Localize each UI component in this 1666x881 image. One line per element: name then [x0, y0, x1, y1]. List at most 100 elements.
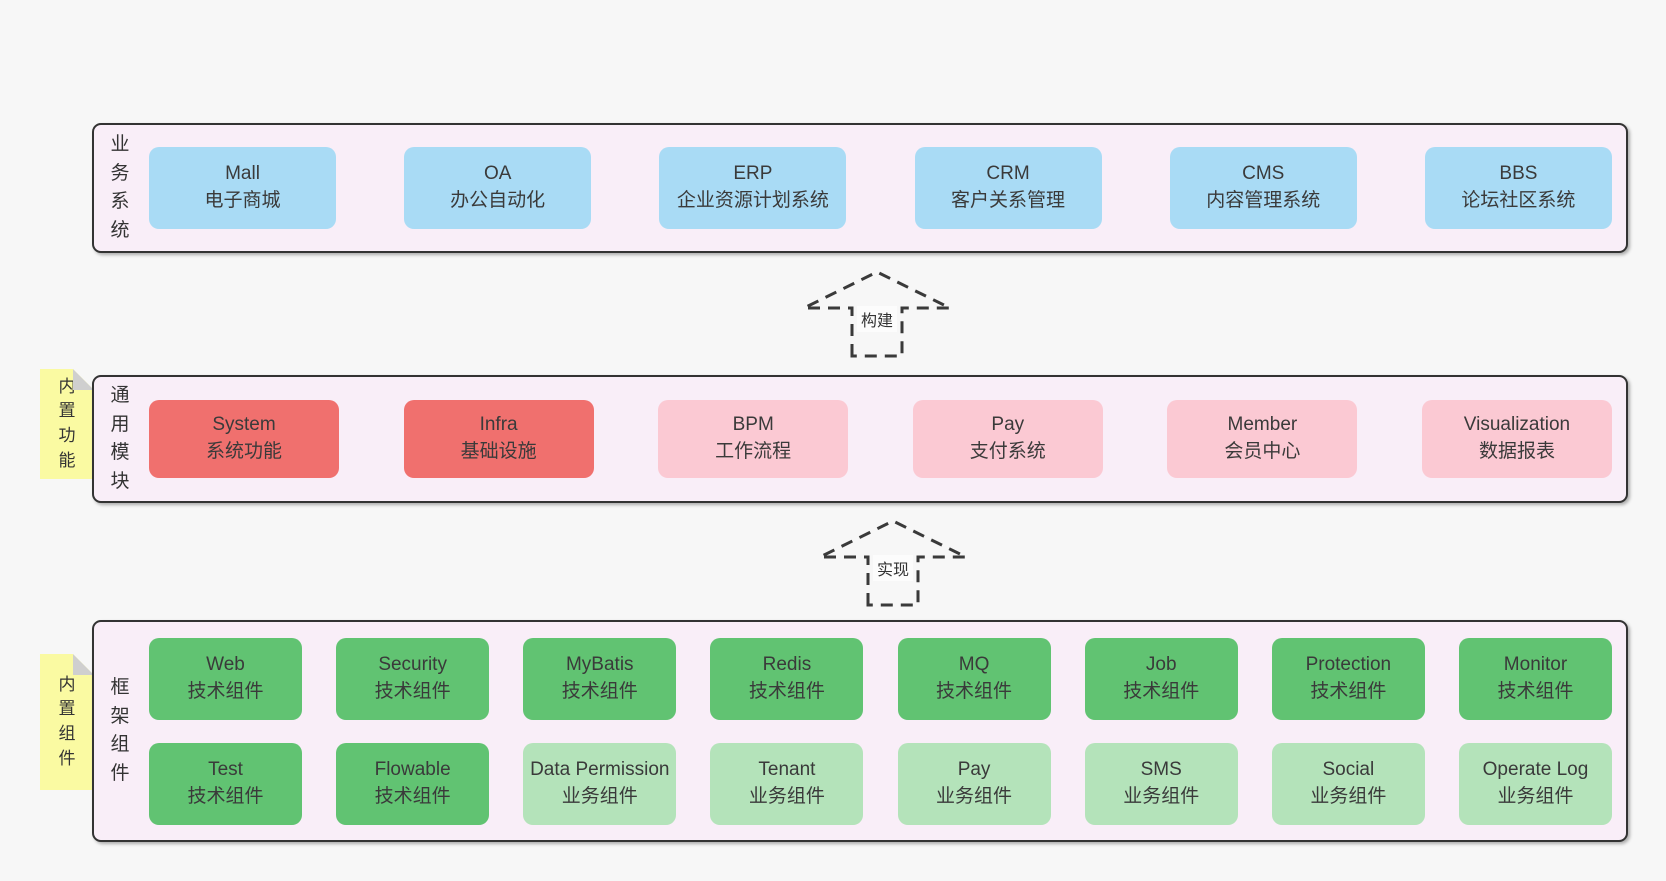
box-desc: 业务组件	[936, 785, 1013, 807]
box-desc: 技术组件	[561, 680, 638, 702]
box-row: System 系统功能 Infra 基础设施 BPM 工作流程 Pay 支付系统 Member 会…	[149, 400, 1612, 478]
box-cms: CMS 内容管理系统	[1169, 147, 1357, 229]
box-test: Test 技术组件	[149, 742, 302, 825]
box-name: Web	[206, 653, 245, 675]
box-job: Job 技术组件	[1084, 637, 1238, 720]
box-desc: 业务组件	[1310, 785, 1387, 807]
box-desc: 业务组件	[1497, 785, 1574, 807]
box-crm: CRM 客户关系管理	[914, 147, 1102, 229]
box-security: Security 技术组件	[336, 637, 490, 720]
box-infra: Infra 基础设施	[403, 400, 594, 478]
box-desc: 技术组件	[1123, 680, 1200, 702]
box-desc: 技术组件	[1497, 680, 1574, 702]
layer-framework-components-label: 框架组件	[110, 677, 130, 784]
sticky-note-built-in-functions: 内置功能	[40, 369, 94, 479]
box-desc: 工作流程	[715, 441, 792, 462]
box-name: Redis	[762, 653, 812, 675]
box-name: Pay	[957, 758, 991, 780]
box-visualization: Visualization 数据报表	[1421, 400, 1612, 478]
box-desc: 论坛社区系统	[1461, 190, 1576, 211]
box-desc: 企业资源计划系统	[676, 190, 829, 211]
box-name: Flowable	[374, 758, 451, 780]
layer-common-modules: 通用模块 System 系统功能 Infra 基础设施 BPM 工作流程 Pay 支付系统 Me…	[92, 375, 1628, 503]
box-name: BBS	[1499, 163, 1538, 185]
box-desc: 技术组件	[187, 785, 264, 807]
box-name: System	[212, 414, 276, 436]
box-desc: 技术组件	[187, 680, 264, 702]
note-fold-corner-icon	[73, 654, 94, 675]
box-desc: 数据报表	[1478, 441, 1555, 462]
box-name: Test	[208, 758, 243, 780]
build-arrow: 构建	[799, 266, 955, 360]
box-name: CMS	[1242, 163, 1285, 185]
implement-arrow-label: 实现	[872, 555, 914, 581]
box-desc: 技术组件	[936, 680, 1013, 702]
box-desc: 客户关系管理	[951, 190, 1066, 211]
layer-common-modules-boxes: System 系统功能 Infra 基础设施 BPM 工作流程 Pay 支付系统 Member 会…	[135, 400, 1626, 478]
box-monitor: Monitor 技术组件	[1458, 637, 1612, 720]
box-mybatis: MyBatis 技术组件	[523, 637, 677, 720]
box-name: Infra	[479, 414, 518, 436]
box-name: SMS	[1140, 758, 1182, 780]
box-desc: 业务组件	[561, 785, 638, 807]
dashed-up-arrow-icon	[803, 270, 951, 358]
implement-arrow: 实现	[815, 515, 971, 609]
box-name: Data Permission	[530, 758, 670, 780]
sticky-note-built-in-components: 内置组件	[40, 654, 94, 790]
box-name: OA	[483, 163, 512, 185]
box-system: System 系统功能	[149, 400, 339, 478]
box-desc: 基础设施	[460, 441, 537, 462]
box-protection: Protection 技术组件	[1271, 637, 1425, 720]
layer-common-modules-label: 通用模块	[110, 385, 130, 492]
dashed-up-arrow-icon	[819, 519, 967, 607]
box-name: Monitor	[1503, 653, 1568, 675]
box-bpm: BPM 工作流程	[658, 400, 849, 478]
box-desc: 支付系统	[969, 441, 1046, 462]
box-bbs: BBS 论坛社区系统	[1424, 147, 1612, 229]
box-desc: 技术组件	[748, 680, 825, 702]
box-name: Tenant	[758, 758, 816, 780]
box-desc: 技术组件	[1310, 680, 1387, 702]
box-name: Mall	[225, 163, 260, 185]
box-web: Web 技术组件	[149, 637, 302, 720]
sticky-note-text: 内置功能	[58, 376, 76, 470]
box-name: MyBatis	[565, 653, 634, 675]
box-desc: 内容管理系统	[1206, 190, 1321, 211]
box-member: Member 会员中心	[1167, 400, 1358, 478]
build-arrow-label: 构建	[856, 306, 898, 332]
box-operate-log: Operate Log 业务组件	[1458, 742, 1612, 825]
note-fold-corner-icon	[73, 369, 94, 390]
box-desc: 技术组件	[374, 680, 451, 702]
box-name: MQ	[958, 653, 990, 675]
box-mq: MQ 技术组件	[897, 637, 1051, 720]
box-data-permission: Data Permission 业务组件	[523, 742, 677, 825]
box-name: Social	[1322, 758, 1375, 780]
box-erp: ERP 企业资源计划系统	[659, 147, 847, 229]
box-name: Protection	[1305, 653, 1392, 675]
box-name: BPM	[732, 414, 774, 436]
box-name: Job	[1145, 653, 1177, 675]
box-social: Social 业务组件	[1271, 742, 1425, 825]
box-desc: 电子商城	[204, 190, 281, 211]
box-name: CRM	[986, 163, 1030, 185]
box-name: Visualization	[1463, 414, 1571, 436]
box-desc: 系统功能	[205, 441, 282, 462]
box-redis: Redis 技术组件	[710, 637, 864, 720]
box-name: Member	[1227, 414, 1298, 436]
box-name: Operate Log	[1482, 758, 1589, 780]
box-mall: Mall 电子商城	[149, 147, 336, 229]
box-name: Security	[378, 653, 447, 675]
box-desc: 会员中心	[1224, 441, 1301, 462]
sticky-note-text: 内置组件	[58, 674, 76, 768]
box-name: ERP	[733, 163, 773, 185]
box-name: Pay	[991, 414, 1025, 436]
